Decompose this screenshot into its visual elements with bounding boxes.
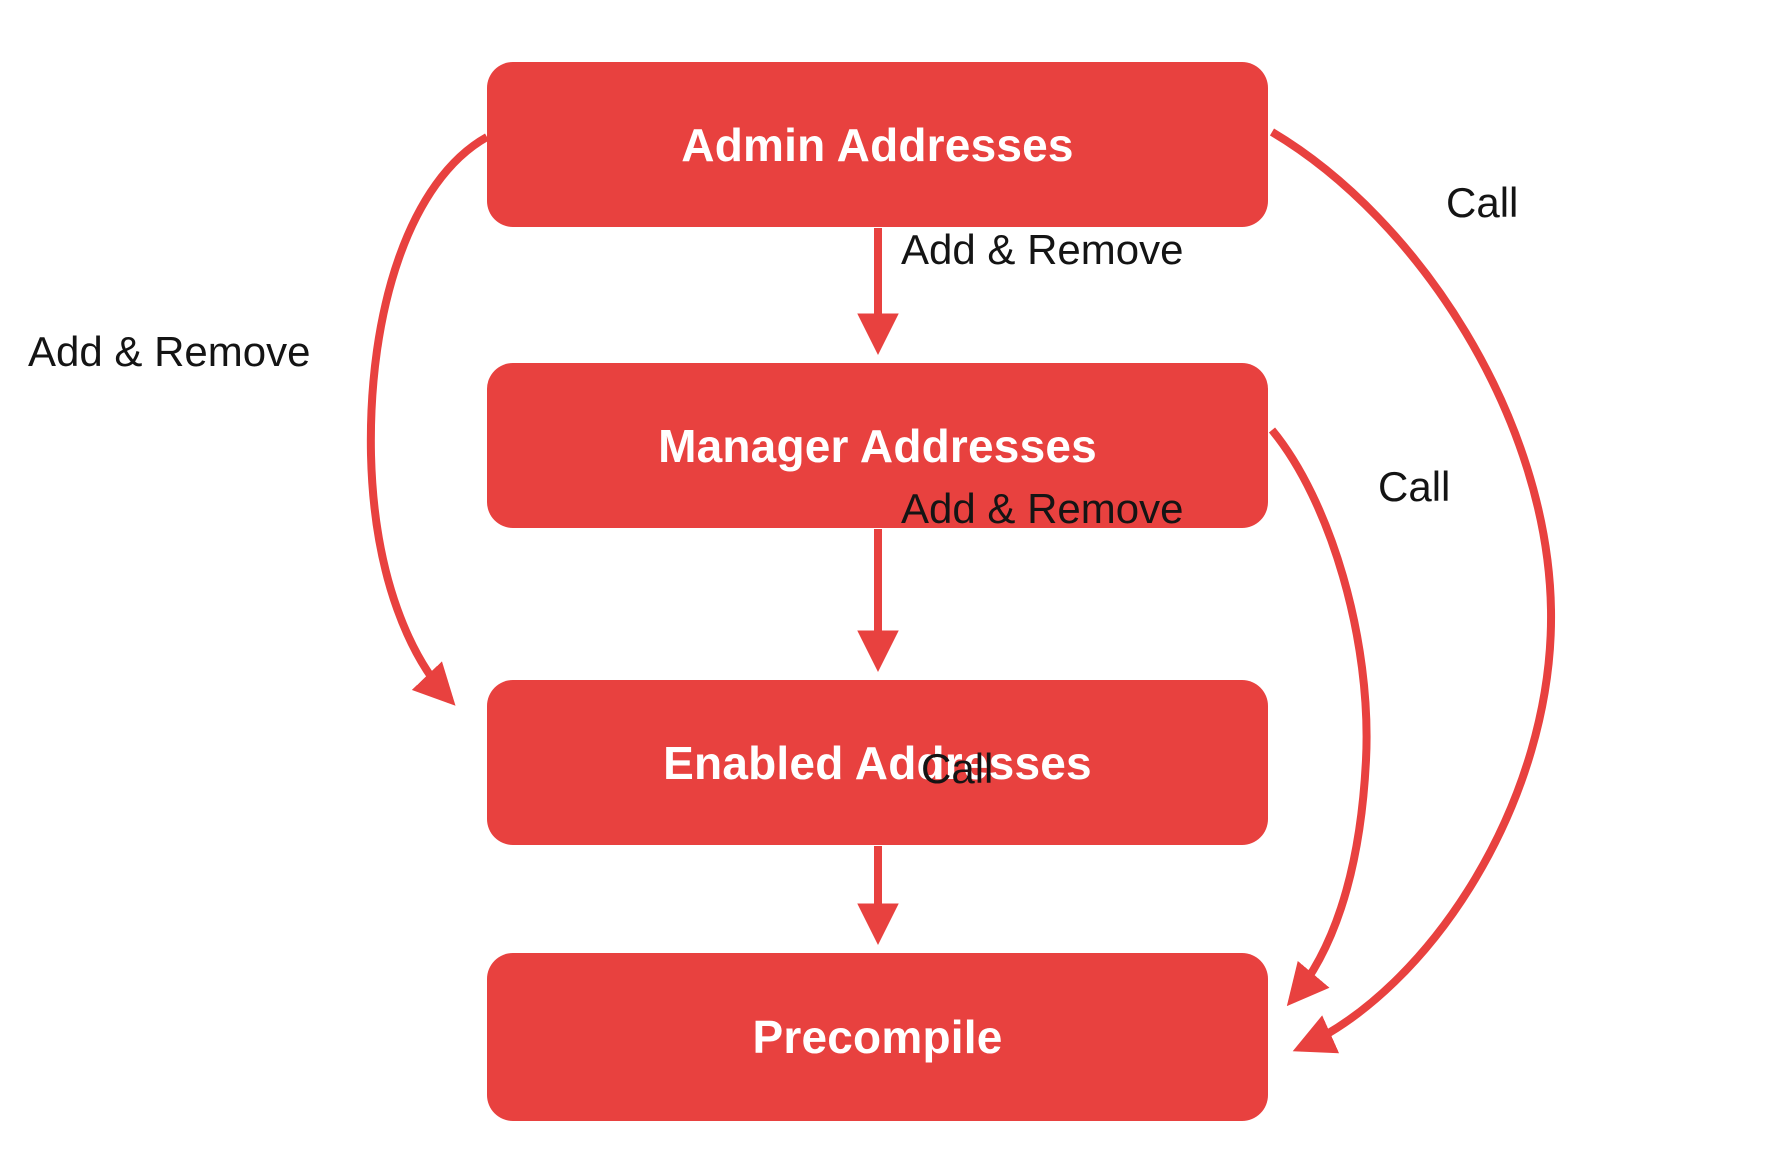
edge-label-enabled-precompile: Call bbox=[921, 745, 994, 792]
node-label: Manager Addresses bbox=[658, 419, 1097, 472]
node-label: Admin Addresses bbox=[681, 118, 1074, 171]
node-label: Enabled Addresses bbox=[663, 736, 1092, 789]
edge-label-admin-manager: Add & Remove bbox=[901, 226, 1184, 273]
edge-admin-enabled bbox=[366, 133, 489, 706]
node-enabled-addresses[interactable]: Enabled Addresses bbox=[487, 680, 1268, 845]
edge-label-admin-enabled: Add & Remove bbox=[28, 328, 311, 375]
node-precompile[interactable]: Precompile bbox=[487, 953, 1268, 1121]
node-label: Precompile bbox=[752, 1011, 1003, 1063]
edge-label-manager-precompile: Call bbox=[1378, 463, 1451, 510]
node-admin-addresses[interactable]: Admin Addresses bbox=[487, 62, 1268, 227]
edge-label-manager-enabled: Add & Remove bbox=[901, 485, 1184, 532]
edge-manager-precompile bbox=[1268, 427, 1371, 1007]
edge-label-admin-precompile: Call bbox=[1446, 179, 1519, 226]
edge-admin-precompile bbox=[1269, 128, 1556, 1054]
node-manager-addresses[interactable]: Manager Addresses bbox=[487, 363, 1268, 528]
